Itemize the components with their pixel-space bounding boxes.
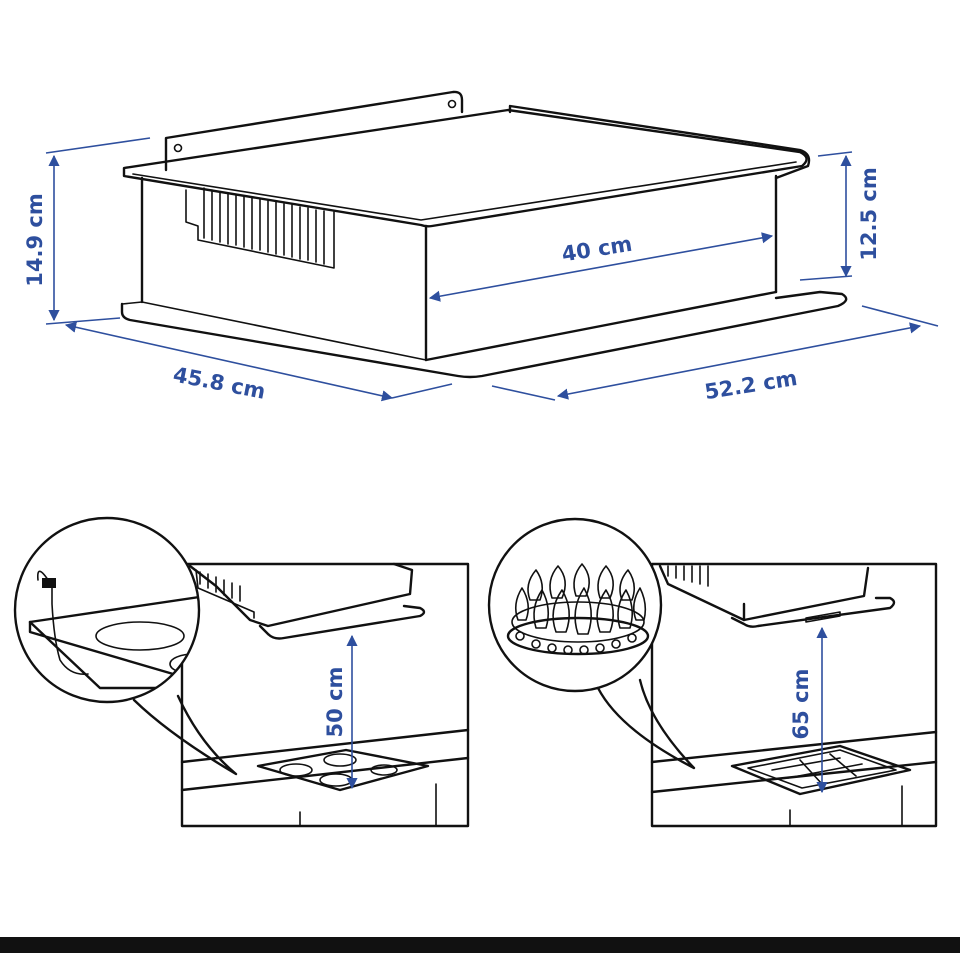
dimension-lines xyxy=(45,137,939,402)
vent-slots xyxy=(185,187,335,269)
width-total-label: 52.2 cm xyxy=(703,366,799,404)
product-drawing xyxy=(120,90,848,379)
plug-icon xyxy=(42,578,56,588)
bottom-bar xyxy=(0,937,960,953)
height-box-label: 12.5 cm xyxy=(857,167,881,260)
electric-hob-scene: 50 cm xyxy=(13,516,470,828)
gas-hob-scene: 65 cm xyxy=(487,517,938,828)
gas-distance-label: 65 cm xyxy=(789,669,813,740)
gas-flame-icon xyxy=(506,563,650,656)
height-total-label: 14.9 cm xyxy=(23,193,47,286)
width-inner-label: 40 cm xyxy=(560,232,634,267)
electric-distance-label: 50 cm xyxy=(323,667,347,738)
depth-label: 45.8 cm xyxy=(171,362,267,403)
